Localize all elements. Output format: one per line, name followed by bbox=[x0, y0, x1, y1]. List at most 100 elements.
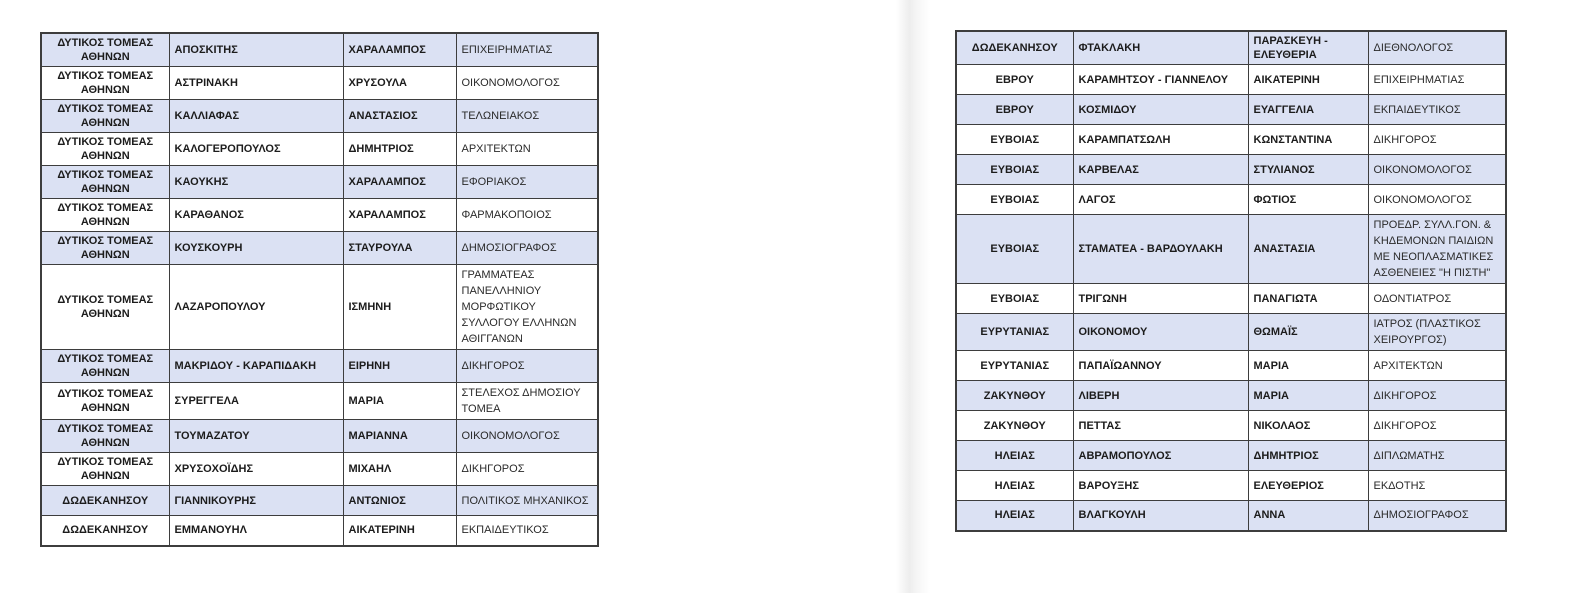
page-divider bbox=[896, 0, 930, 593]
profession-cell: ΔΙΚΗΓΟΡΟΣ bbox=[455, 452, 599, 486]
region-cell: ΔΥΤΙΚΟΣ ΤΟΜΕΑΣ ΑΘΗΝΩΝ bbox=[40, 99, 170, 133]
profession-cell: ΟΙΚΟΝΟΜΟΛΟΓΟΣ bbox=[455, 66, 599, 100]
surname-cell: ΚΟΣΜΙΔΟΥ bbox=[1072, 94, 1249, 125]
firstname-cell: ΑΝΝΑ bbox=[1247, 500, 1369, 531]
profession-cell: ΕΚΠΑΙΔΕΥΤΙΚΟΣ bbox=[455, 515, 599, 546]
surname-cell: ΦΤΑΚΛΑΚΗ bbox=[1072, 30, 1249, 65]
profession-cell: ΕΠΙΧΕΙΡΗΜΑΤΙΑΣ bbox=[1367, 64, 1507, 95]
firstname-cell: ΣΤΥΛΙΑΝΟΣ bbox=[1247, 154, 1369, 185]
profession-cell: ΟΙΚΟΝΟΜΟΛΟΓΟΣ bbox=[455, 419, 599, 453]
firstname-cell: ΧΡΥΣΟΥΛΑ bbox=[342, 66, 457, 100]
region-cell: ΕΥΒΟΙΑΣ bbox=[955, 184, 1074, 215]
region-cell: ΔΥΤΙΚΟΣ ΤΟΜΕΑΣ ΑΘΗΝΩΝ bbox=[40, 66, 170, 100]
region-cell: ΔΥΤΙΚΟΣ ΤΟΜΕΑΣ ΑΘΗΝΩΝ bbox=[40, 452, 170, 486]
profession-cell: ΔΙΠΛΩΜΑΤΗΣ bbox=[1367, 440, 1507, 471]
region-cell: ΔΥΤΙΚΟΣ ΤΟΜΕΑΣ ΑΘΗΝΩΝ bbox=[40, 419, 170, 453]
firstname-cell: ΦΩΤΙΟΣ bbox=[1247, 184, 1369, 215]
profession-cell: ΔΙΚΗΓΟΡΟΣ bbox=[1367, 410, 1507, 441]
firstname-cell: ΣΤΑΥΡΟΥΛΑ bbox=[342, 231, 457, 265]
surname-cell: ΛΙΒΕΡΗ bbox=[1072, 380, 1249, 411]
profession-cell: ΓΡΑΜΜΑΤΕΑΣ ΠΑΝΕΛΛΗΝΙΟΥ ΜΟΡΦΩΤΙΚΟΥ ΣΥΛΛΟΓ… bbox=[455, 264, 599, 350]
region-cell: ΔΥΤΙΚΟΣ ΤΟΜΕΑΣ ΑΘΗΝΩΝ bbox=[40, 198, 170, 232]
profession-cell: ΔΙΚΗΓΟΡΟΣ bbox=[1367, 380, 1507, 411]
firstname-cell: ΑΝΤΩΝΙΟΣ bbox=[342, 485, 457, 516]
profession-cell: ΕΦΟΡΙΑΚΟΣ bbox=[455, 165, 599, 199]
surname-cell: ΚΑΡΑΜΠΑΤΣΩΛΗ bbox=[1072, 124, 1249, 155]
firstname-cell: ΜΑΡΙΑΝΝΑ bbox=[342, 419, 457, 453]
firstname-cell: ΕΙΡΗΝΗ bbox=[342, 349, 457, 383]
profession-cell: ΕΚΠΑΙΔΕΥΤΙΚΟΣ bbox=[1367, 94, 1507, 125]
region-cell: ΔΥΤΙΚΟΣ ΤΟΜΕΑΣ ΑΘΗΝΩΝ bbox=[40, 132, 170, 166]
profession-cell: ΠΟΛΙΤΙΚΟΣ ΜΗΧΑΝΙΚΟΣ bbox=[455, 485, 599, 516]
surname-cell: ΛΑΖΑΡΟΠΟΥΛΟΥ bbox=[168, 264, 344, 350]
firstname-cell: ΘΩΜΑΪΣ bbox=[1247, 313, 1369, 351]
profession-cell: ΑΡΧΙΤΕΚΤΩΝ bbox=[455, 132, 599, 166]
region-cell: ΕΥΒΟΙΑΣ bbox=[955, 154, 1074, 185]
surname-cell: ΣΤΑΜΑΤΕΑ - ΒΑΡΔΟΥΛΑΚΗ bbox=[1072, 214, 1249, 284]
profession-cell: ΟΙΚΟΝΟΜΟΛΟΓΟΣ bbox=[1367, 184, 1507, 215]
region-cell: ΔΥΤΙΚΟΣ ΤΟΜΕΑΣ ΑΘΗΝΩΝ bbox=[40, 264, 170, 350]
region-cell: ΗΛΕΙΑΣ bbox=[955, 470, 1074, 501]
surname-cell: ΣΥΡΕΓΓΕΛΑ bbox=[168, 382, 344, 420]
region-cell: ΔΩΔΕΚΑΝΗΣΟΥ bbox=[40, 515, 170, 546]
firstname-cell: ΕΛΕΥΘΕΡΙΟΣ bbox=[1247, 470, 1369, 501]
region-cell: ΔΥΤΙΚΟΣ ΤΟΜΕΑΣ ΑΘΗΝΩΝ bbox=[40, 32, 170, 67]
region-cell: ΔΥΤΙΚΟΣ ΤΟΜΕΑΣ ΑΘΗΝΩΝ bbox=[40, 165, 170, 199]
profession-cell: ΙΑΤΡΟΣ (ΠΛΑΣΤΙΚΟΣ ΧΕΙΡΟΥΡΓΟΣ) bbox=[1367, 313, 1507, 351]
surname-cell: ΒΑΡΟΥΞΗΣ bbox=[1072, 470, 1249, 501]
firstname-cell: ΑΙΚΑΤΕΡΙΝΗ bbox=[342, 515, 457, 546]
surname-cell: ΚΑΡΒΕΛΑΣ bbox=[1072, 154, 1249, 185]
surname-cell: ΒΛΑΓΚΟΥΛΗ bbox=[1072, 500, 1249, 531]
profession-cell: ΟΔΟΝΤΙΑΤΡΟΣ bbox=[1367, 283, 1507, 314]
surname-cell: ΤΟΥΜΑΖΑΤΟΥ bbox=[168, 419, 344, 453]
profession-cell: ΔΗΜΟΣΙΟΓΡΑΦΟΣ bbox=[455, 231, 599, 265]
region-cell: ΕΥΡΥΤΑΝΙΑΣ bbox=[955, 350, 1074, 381]
surname-cell: ΛΑΓΟΣ bbox=[1072, 184, 1249, 215]
region-cell: ΗΛΕΙΑΣ bbox=[955, 440, 1074, 471]
profession-cell: ΑΡΧΙΤΕΚΤΩΝ bbox=[1367, 350, 1507, 381]
region-cell: ΕΒΡΟΥ bbox=[955, 64, 1074, 95]
surname-cell: ΚΑΡΑΘΑΝΟΣ bbox=[168, 198, 344, 232]
surname-cell: ΠΕΤΤΑΣ bbox=[1072, 410, 1249, 441]
profession-cell: ΔΗΜΟΣΙΟΓΡΑΦΟΣ bbox=[1367, 500, 1507, 531]
firstname-cell: ΜΙΧΑΗΛ bbox=[342, 452, 457, 486]
profession-cell: ΕΠΙΧΕΙΡΗΜΑΤΙΑΣ bbox=[455, 32, 599, 67]
region-cell: ΗΛΕΙΑΣ bbox=[955, 500, 1074, 531]
region-cell: ΔΥΤΙΚΟΣ ΤΟΜΕΑΣ ΑΘΗΝΩΝ bbox=[40, 382, 170, 420]
firstname-cell: ΙΣΜΗΝΗ bbox=[342, 264, 457, 350]
surname-cell: ΧΡΥΣΟΧΟΪΔΗΣ bbox=[168, 452, 344, 486]
firstname-cell: ΧΑΡΑΛΑΜΠΟΣ bbox=[342, 165, 457, 199]
region-cell: ΔΩΔΕΚΑΝΗΣΟΥ bbox=[40, 485, 170, 516]
surname-cell: ΠΑΠΑΪΩΑΝΝΟΥ bbox=[1072, 350, 1249, 381]
surname-cell: ΚΑΛΟΓΕΡΟΠΟΥΛΟΣ bbox=[168, 132, 344, 166]
profession-cell: ΔΙΚΗΓΟΡΟΣ bbox=[455, 349, 599, 383]
firstname-cell: ΠΑΡΑΣΚΕΥΗ - ΕΛΕΥΘΕΡΙΑ bbox=[1247, 30, 1369, 65]
surname-cell: ΜΑΚΡΙΔΟΥ - ΚΑΡΑΠΙΔΑΚΗ bbox=[168, 349, 344, 383]
region-cell: ΕΥΒΟΙΑΣ bbox=[955, 283, 1074, 314]
surname-cell: ΑΣΤΡΙΝΑΚΗ bbox=[168, 66, 344, 100]
firstname-cell: ΧΑΡΑΛΑΜΠΟΣ bbox=[342, 32, 457, 67]
surname-cell: ΚΑΛΛΙΑΦΑΣ bbox=[168, 99, 344, 133]
region-cell: ΕΒΡΟΥ bbox=[955, 94, 1074, 125]
profession-cell: ΤΕΛΩΝΕΙΑΚΟΣ bbox=[455, 99, 599, 133]
